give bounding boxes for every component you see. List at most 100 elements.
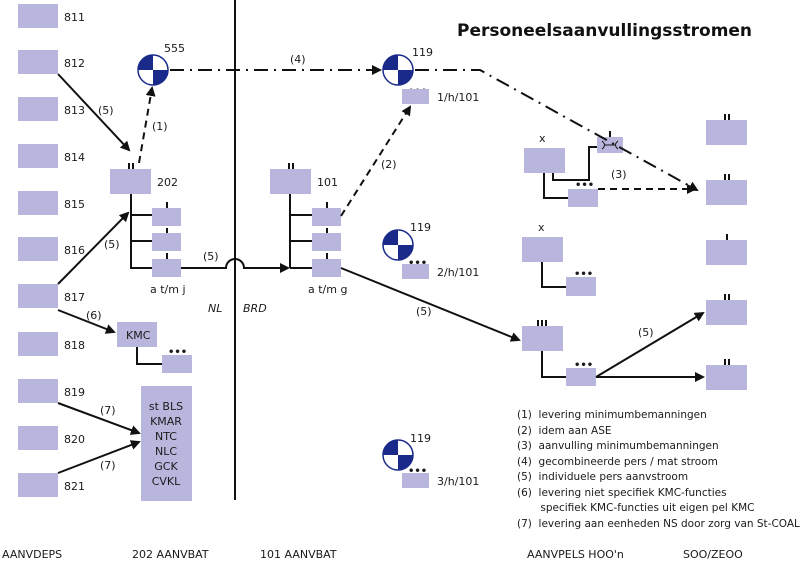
svg-text:x: x [538, 221, 545, 234]
svg-text:•••: ••• [574, 269, 593, 280]
flow-812-202 [57, 73, 131, 152]
svg-text:119: 119 [412, 46, 433, 59]
depot-818: 818 [18, 332, 85, 356]
svg-text:•••: ••• [168, 347, 187, 358]
flow-819-ns [57, 402, 141, 435]
svg-text:a t/m g: a t/m g [308, 283, 347, 296]
depot-column: 811 812 813 814 815 816 817 818 819 820 … [18, 4, 85, 497]
svg-text:(6): (6) [86, 309, 102, 322]
depot-820: 820 [18, 426, 85, 450]
svg-text:x: x [539, 132, 546, 145]
symbol-119-3: 119 ••• 3/h/101 [382, 432, 479, 488]
depot-811: 811 [18, 4, 85, 28]
svg-text:CVKL: CVKL [152, 475, 181, 488]
hoo-group-1: x ••• [524, 131, 623, 207]
coupling-icon [601, 140, 619, 150]
svg-text:(1) levering minimumbemanning: (1) levering minimumbemanningen [517, 409, 707, 421]
depot-817: 817 [18, 284, 85, 308]
flow-101-119 [340, 105, 412, 217]
svg-text:(3): (3) [611, 168, 627, 181]
svg-text:NLC: NLC [155, 445, 177, 458]
depot-821: 821 [18, 473, 85, 497]
svg-text:GCK: GCK [154, 460, 178, 473]
flow-202-555 [138, 86, 156, 164]
region-brd: BRD [243, 302, 267, 315]
svg-text:814: 814 [64, 151, 85, 164]
legend: (1) levering minimumbemanningen (2) idem… [517, 409, 800, 530]
ns-units-box: st BLS KMAR NTC NLC GCK CVKL [141, 386, 192, 501]
region-nl: NL [208, 302, 222, 315]
svg-text:(4): (4) [290, 53, 306, 66]
flow-lines [57, 65, 705, 474]
svg-text:101: 101 [317, 176, 338, 189]
svg-text:KMAR: KMAR [150, 415, 182, 428]
svg-text:555: 555 [164, 42, 185, 55]
flow-202-101 [181, 258, 290, 273]
svg-text:(3) aanvulling minimumbemanni: (3) aanvulling minimumbemanningen [517, 440, 719, 452]
svg-text:(4) gecombineerde pers / mat: (4) gecombineerde pers / mat stroom [517, 456, 718, 468]
kmc-unit: KMC ••• [117, 322, 192, 373]
svg-text:(1): (1) [152, 120, 168, 133]
svg-text:813: 813 [64, 104, 85, 117]
depot-816: 816 [18, 237, 85, 261]
svg-text:•••: ••• [574, 360, 593, 371]
svg-text:101 AANVBAT: 101 AANVBAT [260, 548, 337, 561]
svg-text:(5): (5) [104, 238, 120, 251]
svg-text:•••: ••• [408, 466, 427, 477]
svg-text:817: 817 [64, 291, 85, 304]
flow-labels: (5) (1) (4) (5) (5) (2) (5) (3) (5) (6) … [86, 53, 654, 472]
svg-text:(5): (5) [98, 104, 114, 117]
diagram-title: Personeelsaanvullingsstromen [457, 21, 752, 41]
column-labels: AANVDEPS 202 AANVBAT 101 AANVBAT AANVPEL… [2, 548, 743, 561]
svg-text:820: 820 [64, 433, 85, 446]
flow-821-ns [57, 440, 141, 474]
svg-text:818: 818 [64, 339, 85, 352]
svg-text:specifiek KMC-functies uit eig: specifiek KMC-functies uit eigen pel KMC [517, 502, 754, 514]
hoo-group-3: ••• [522, 320, 596, 386]
svg-text:•••: ••• [408, 258, 427, 269]
svg-text:(5): (5) [203, 250, 219, 263]
symbol-119-1: 119 ••• 1/h/101 [382, 46, 479, 104]
svg-text:812: 812 [64, 57, 85, 70]
flow-817-kmc [57, 309, 116, 334]
svg-text:KMC: KMC [126, 329, 151, 342]
svg-text:(7): (7) [100, 459, 116, 472]
svg-text:SOO/ZEOO: SOO/ZEOO [683, 548, 743, 561]
battalion-202: 202 a t/m j [110, 163, 186, 296]
depot-813: 813 [18, 97, 85, 121]
svg-text:AANVDEPS: AANVDEPS [2, 548, 62, 561]
symbol-555: 555 [137, 42, 185, 86]
svg-text:(2) idem aan ASE: (2) idem aan ASE [517, 425, 612, 437]
hoo-group-2: x ••• [522, 221, 596, 296]
svg-text:816: 816 [64, 244, 85, 257]
svg-text:(7) levering aan eenheden NS: (7) levering aan eenheden NS door zorg v… [517, 518, 800, 530]
svg-text:(7): (7) [100, 404, 116, 417]
svg-text:(2): (2) [381, 158, 397, 171]
svg-text:2/h/101: 2/h/101 [437, 266, 479, 279]
svg-text:119: 119 [410, 221, 431, 234]
svg-text:a t/m j: a t/m j [150, 283, 186, 296]
symbol-119-2: 119 ••• 2/h/101 [382, 221, 479, 279]
depot-812: 812 [18, 50, 85, 74]
battalion-101: 101 a t/m g [270, 163, 347, 296]
svg-text:119: 119 [410, 432, 431, 445]
svg-text:3/h/101: 3/h/101 [437, 475, 479, 488]
svg-text:811: 811 [64, 11, 85, 24]
svg-text:(6) levering niet specifiek K: (6) levering niet specifiek KMC-functies [517, 487, 727, 499]
soo-column [706, 114, 747, 390]
svg-text:202: 202 [157, 176, 178, 189]
svg-text:821: 821 [64, 480, 85, 493]
svg-text:(5): (5) [638, 326, 654, 339]
flow-hoo-soo-a [595, 311, 705, 378]
svg-text:819: 819 [64, 386, 85, 399]
svg-text:202 AANVBAT: 202 AANVBAT [132, 548, 209, 561]
svg-text:1/h/101: 1/h/101 [437, 91, 479, 104]
flow-101-hoo [340, 267, 521, 342]
svg-text:815: 815 [64, 198, 85, 211]
flow-817-202 [57, 211, 130, 285]
depot-814: 814 [18, 144, 85, 168]
depot-815: 815 [18, 191, 85, 215]
svg-text:(5): (5) [416, 305, 432, 318]
svg-text:st BLS: st BLS [149, 400, 183, 413]
